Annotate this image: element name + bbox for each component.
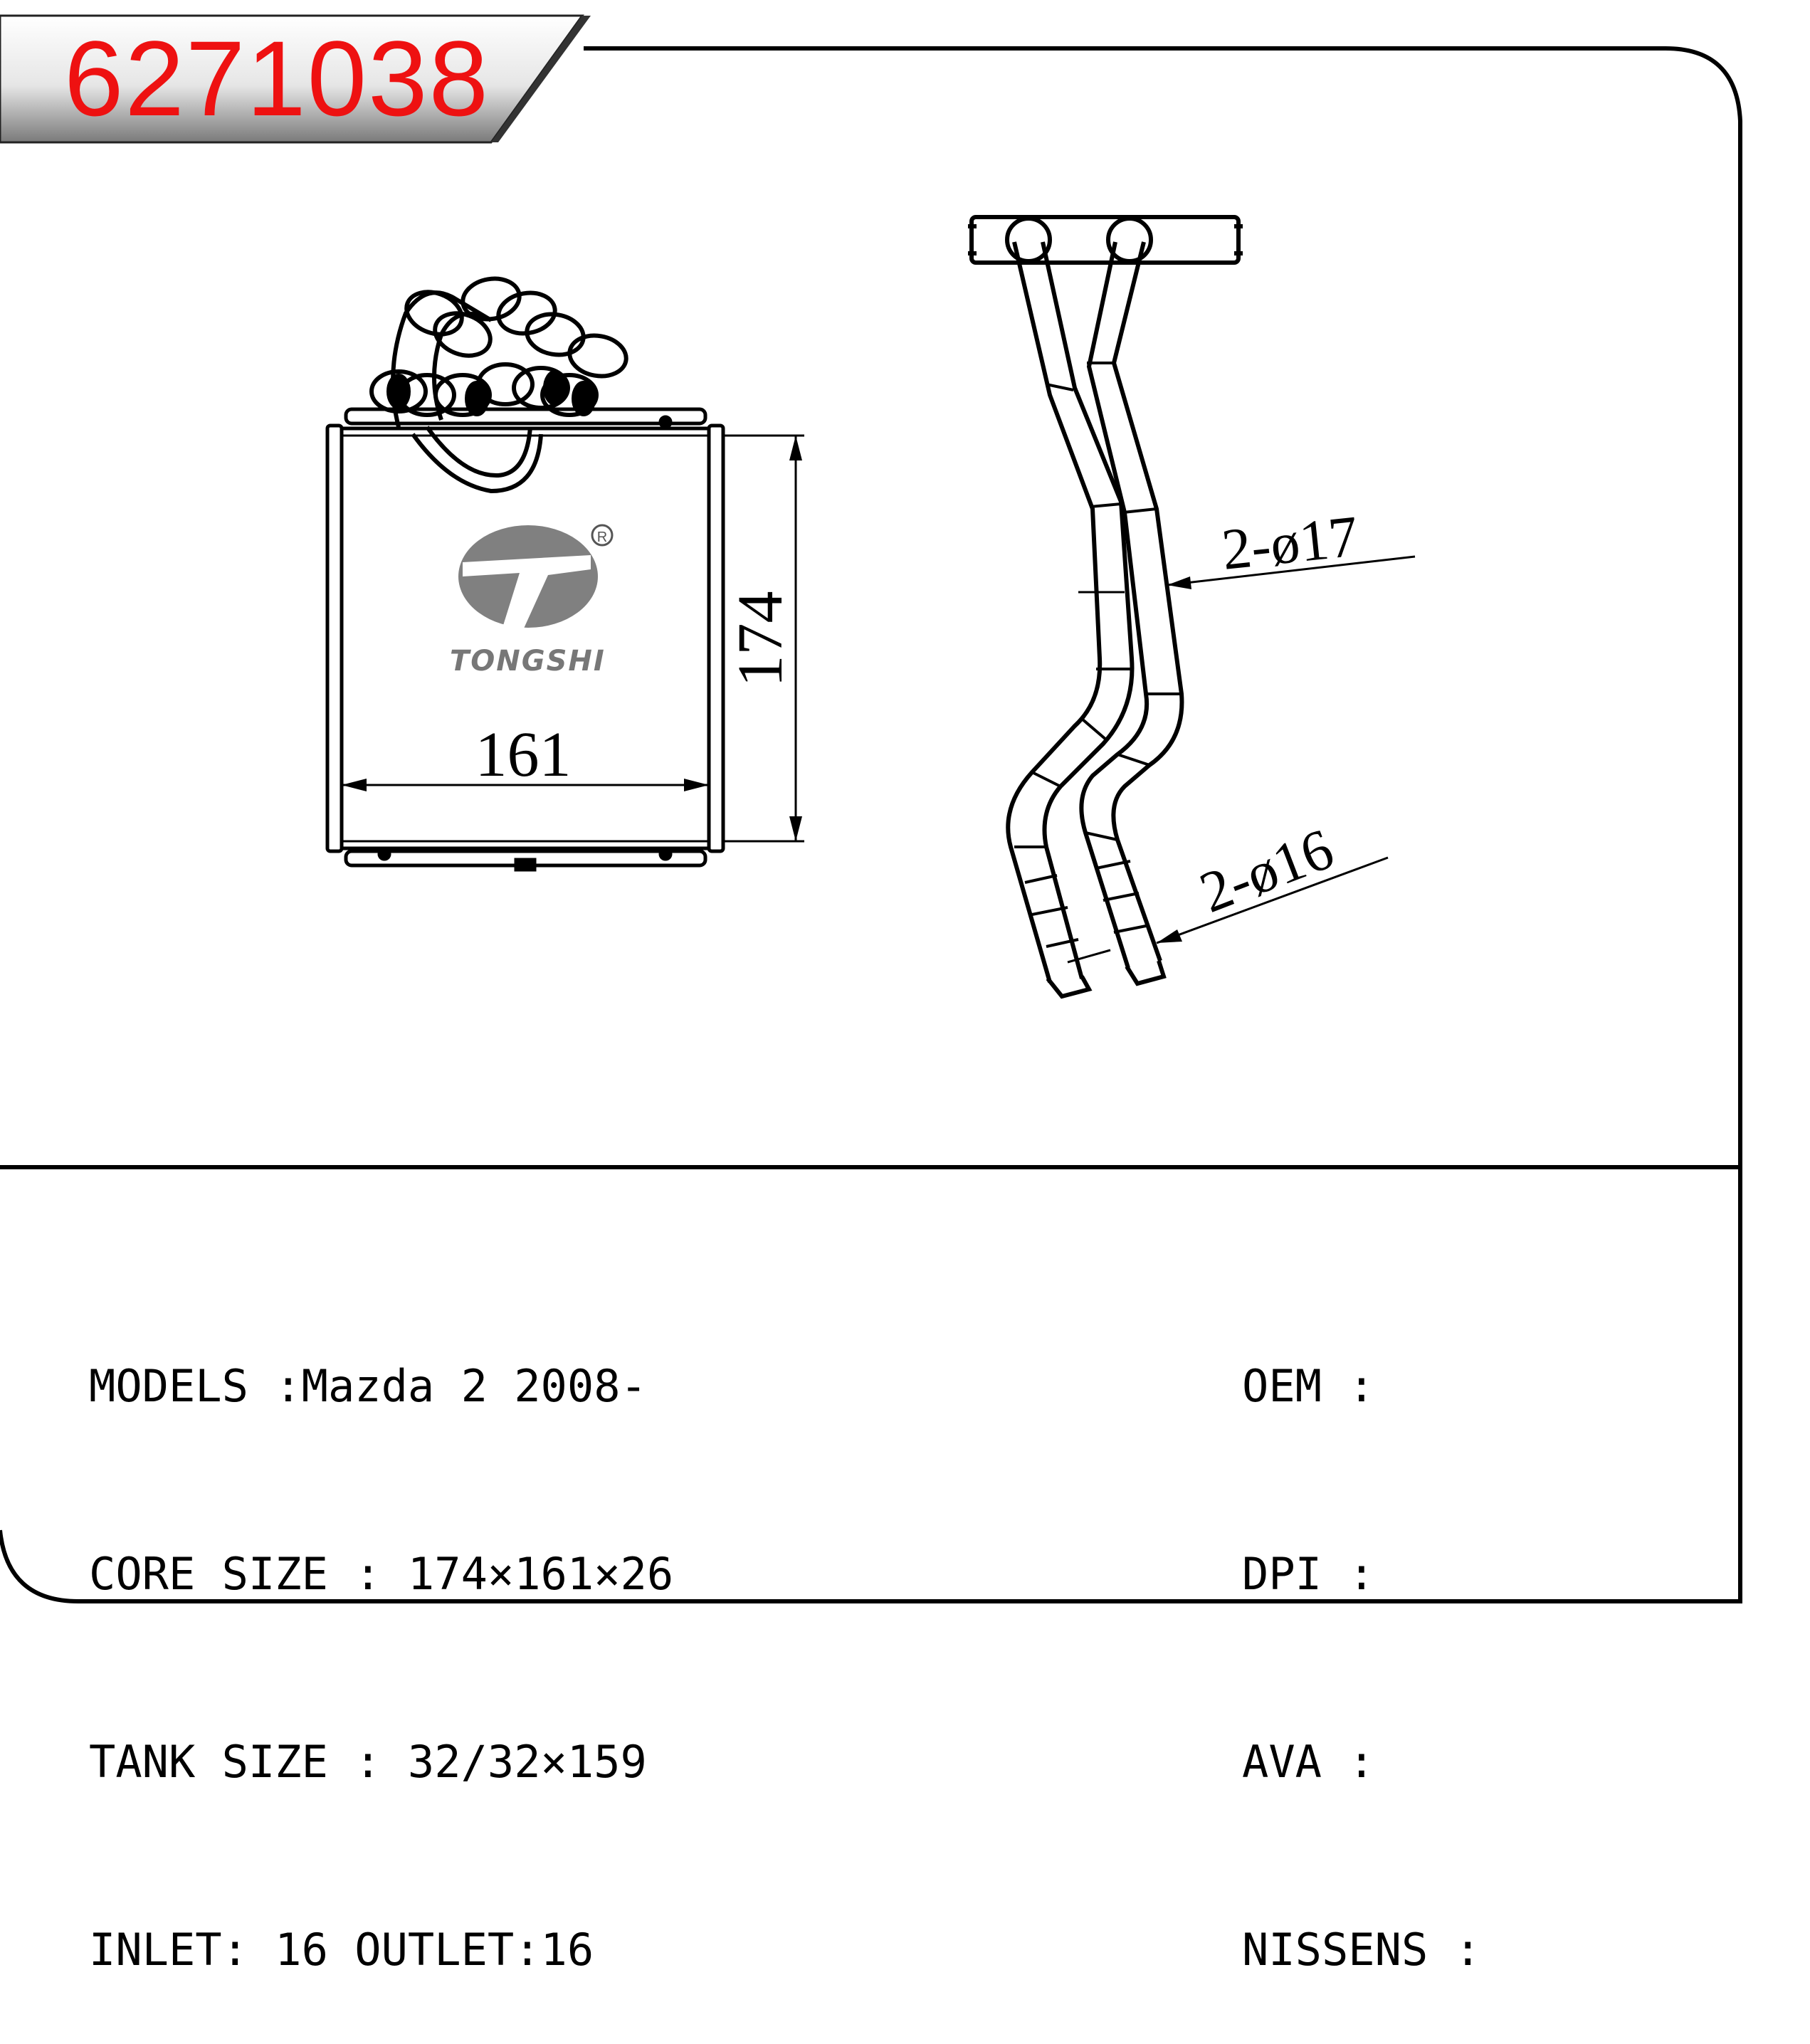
spec-core-size: CORE SIZE : 174×161×26 [89, 1548, 674, 1600]
core [340, 426, 711, 850]
ref-dpi: DPI : [1242, 1548, 1375, 1600]
spec-tank-size: TANK SIZE : 32/32×159 [89, 1736, 647, 1788]
frame-border [0, 46, 1742, 1603]
ref-nissens: NISSENS : [1242, 1924, 1481, 1976]
brand-name: TONGSHI [450, 645, 606, 678]
pipe-dimension-phi17: 2-ø17 [1219, 503, 1361, 581]
spec-inlet-outlet: INLET: 16 OUTLET:16 [89, 1924, 594, 1976]
references-panel: OEM : DPI : AVA : NISSENS : [1242, 1230, 1481, 2044]
height-dimension-label: 174 [725, 591, 796, 688]
leader-phi16 [1156, 856, 1389, 944]
top-tank [344, 407, 707, 426]
heater-core-front-view [325, 276, 804, 872]
specs-panel: MODELS :Mazda 2 2008- CORE SIZE : 174×16… [89, 1230, 673, 2044]
ref-ava: AVA : [1242, 1736, 1375, 1788]
inlet-outlet-pipes [369, 276, 628, 494]
ref-oem: OEM : [1242, 1360, 1375, 1412]
width-dimension-label: 161 [475, 720, 572, 790]
tongshi-logo [458, 524, 614, 630]
registered-mark: R [597, 530, 607, 545]
part-number: 6271038 [64, 19, 490, 138]
left-side-plate [325, 423, 344, 853]
drawing-sheet: 161 174 R [0, 14, 1742, 1603]
side-tank [969, 215, 1241, 265]
left-pipe [1006, 241, 1135, 983]
right-side-plate [707, 423, 725, 853]
spec-models: MODELS :Mazda 2 2008- [89, 1360, 647, 1412]
pipe-dimension-phi16: 2-ø16 [1191, 816, 1342, 925]
heater-core-side-view [968, 215, 1416, 999]
badge-shadow [491, 16, 591, 142]
leader-phi17 [1167, 555, 1416, 586]
